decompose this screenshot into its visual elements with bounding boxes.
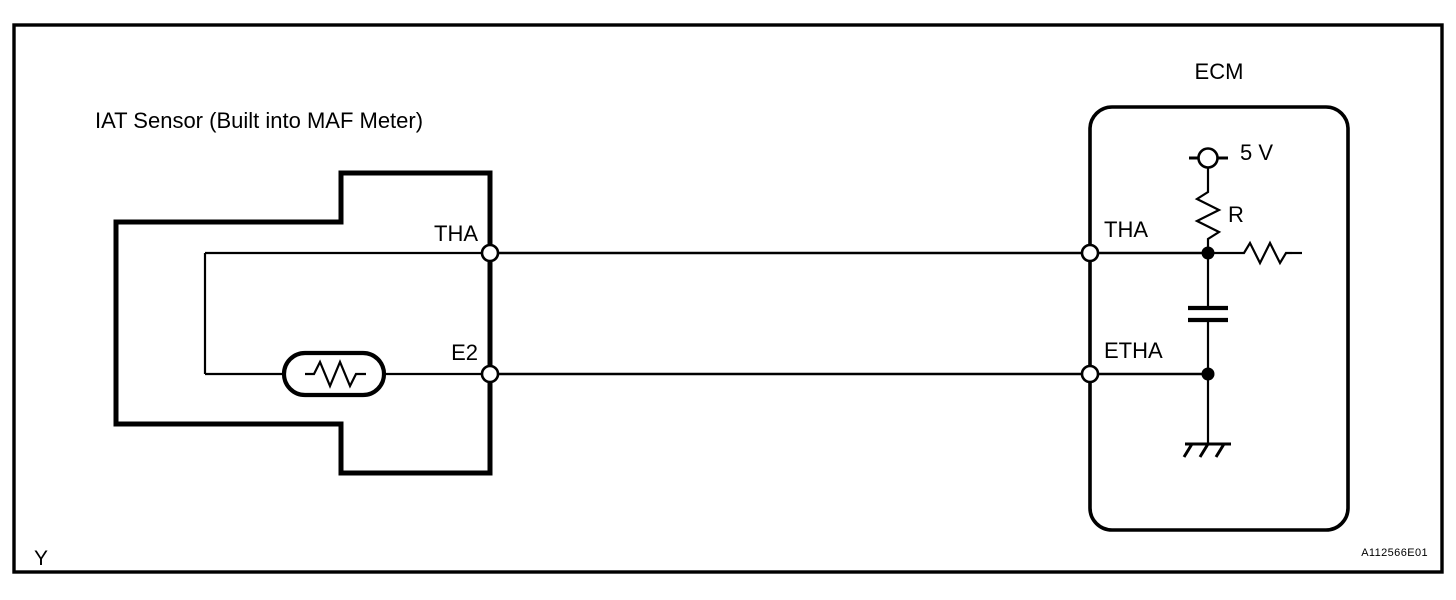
iat-sensor-title: IAT Sensor (Built into MAF Meter) <box>95 108 423 133</box>
supply-terminal-circle <box>1197 147 1219 169</box>
ground-hatch-2 <box>1198 443 1210 458</box>
ecm-etha-label: ETHA <box>1104 338 1163 363</box>
ecm-box <box>1088 105 1350 532</box>
sensor-e2-terminal[interactable] <box>480 364 500 384</box>
thermistor-zigzag <box>305 359 366 389</box>
resistor-r-label: R <box>1228 202 1244 227</box>
ground-hatch-1 <box>1182 443 1194 458</box>
ecm-etha-terminal[interactable] <box>1080 364 1100 384</box>
ecm-tha-terminal[interactable] <box>1080 243 1100 263</box>
ecm-title: ECM <box>1195 59 1244 84</box>
junction-dot-etha <box>1201 367 1215 381</box>
outer-frame <box>12 23 1444 574</box>
iat-sensor-connector-outline <box>113 170 493 476</box>
sensor-tha-label: THA <box>434 221 478 246</box>
figure-reference-code: A112566E01 <box>1361 547 1428 559</box>
series-resistor-zigzag <box>1238 240 1292 266</box>
resistor-r-zigzag <box>1194 186 1222 245</box>
sensor-e2-label: E2 <box>451 340 478 365</box>
sensor-tha-terminal[interactable] <box>480 243 500 263</box>
junction-dot-tha <box>1201 246 1215 260</box>
ecm-tha-label: THA <box>1104 217 1148 242</box>
ground-hatch-3 <box>1214 443 1226 458</box>
supply-voltage-label: 5 V <box>1240 140 1273 165</box>
corner-marker: Y <box>34 547 48 570</box>
